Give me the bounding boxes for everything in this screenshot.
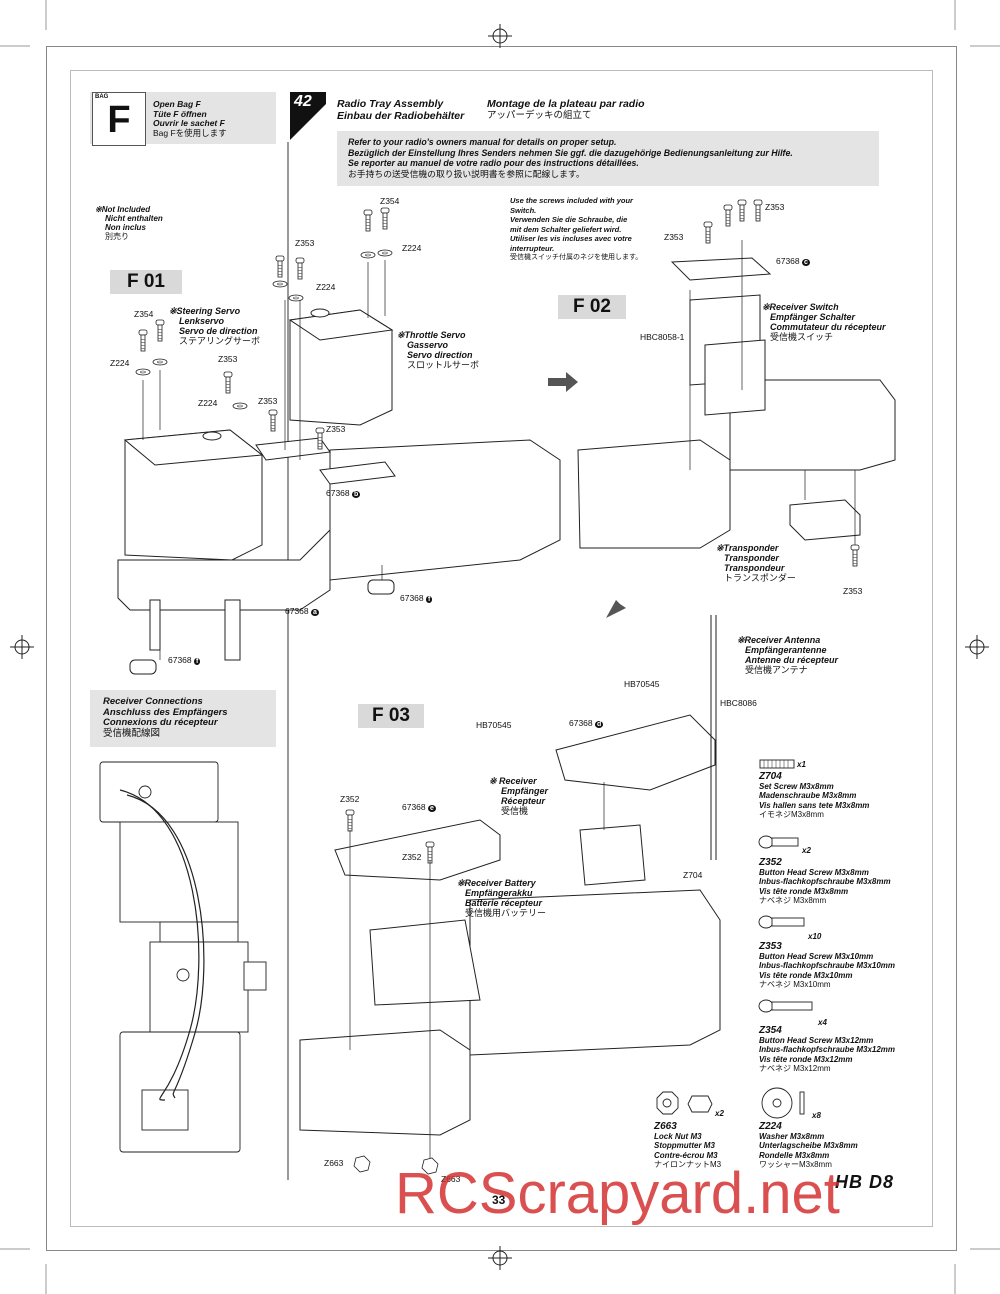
receiver-antenna-callout: ※Receiver Antenna Empfängerantenne Anten… xyxy=(737,635,839,675)
hardware-z352-qty: x2 xyxy=(802,846,811,855)
steering-servo-callout: ※Steering Servo Lenkservo Servo de direc… xyxy=(169,306,261,346)
panel-f01: F 01 xyxy=(110,270,182,294)
bag-letter: F xyxy=(107,99,131,141)
receiver-callout: ※ Receiver Empfänger Récepteur 受信機 xyxy=(489,776,549,816)
hardware-z663-qty: x2 xyxy=(715,1109,724,1118)
part-label-z704: Z704 xyxy=(683,870,703,880)
part-label-z352: Z352 xyxy=(340,794,360,804)
receiver-switch-callout: ※Receiver Switch Empfänger Schalter Comm… xyxy=(762,302,886,342)
part-label-z354: Z354 xyxy=(134,309,154,319)
part-label-hbc8086: HBC8086 xyxy=(720,698,757,708)
hardware-z353-qty: x10 xyxy=(808,932,822,941)
part-label-67368-f: 67368 f xyxy=(168,655,201,665)
part-label-z353: Z353 xyxy=(258,396,278,406)
step-number: 42 xyxy=(294,93,312,110)
part-label-z663: Z663 xyxy=(324,1158,344,1168)
throttle-servo-callout: ※Throttle Servo Gasservo Servo direction… xyxy=(397,330,480,370)
page-crop-frame xyxy=(46,46,957,1251)
transponder-callout: ※Transponder Transponder Transpondeur トラ… xyxy=(716,543,796,583)
hardware-z704-qty: x1 xyxy=(797,760,806,769)
part-label-z353: Z353 xyxy=(218,354,238,364)
receiver-battery-callout: ※Receiver Battery Empfängerakku Batterie… xyxy=(457,878,547,918)
panel-f03: F 03 xyxy=(358,704,424,728)
part-label-hb70545: HB70545 xyxy=(624,679,660,689)
part-label-67368-f: 67368 f xyxy=(400,593,433,603)
part-label-z353: Z353 xyxy=(295,238,315,248)
part-label-z353: Z353 xyxy=(843,586,863,596)
part-label-hbc8058: HBC8058-1 xyxy=(640,332,685,342)
part-label-z352: Z352 xyxy=(402,852,422,862)
part-label-z224: Z224 xyxy=(110,358,130,368)
receiver-connections-box xyxy=(90,690,276,747)
part-label-z224: Z224 xyxy=(402,243,422,253)
hardware-z224-qty: x8 xyxy=(812,1111,821,1120)
part-label-67368-b: 67368 b xyxy=(326,488,361,498)
setup-note-box xyxy=(337,131,879,186)
part-label-67368-d: 67368 d xyxy=(569,718,604,728)
not-included-note: ※Not Included Nicht enthalten Non inclus… xyxy=(95,205,163,241)
part-label-z224: Z224 xyxy=(198,398,218,408)
part-label-67368-c: 67368 c xyxy=(776,256,810,266)
part-label-z663: Z663 xyxy=(441,1174,461,1184)
hardware-z354-qty: x4 xyxy=(818,1018,827,1027)
setup-note: Refer to your radio's owners manual for … xyxy=(348,137,793,179)
page-number: 33 xyxy=(492,1193,506,1207)
part-label-z224: Z224 xyxy=(316,282,336,292)
part-label-z353: Z353 xyxy=(326,424,346,434)
part-label-z353: Z353 xyxy=(765,202,785,212)
hb-d8-logo: HB D8 xyxy=(835,1172,895,1192)
part-label-hb70545: HB70545 xyxy=(476,720,512,730)
part-label-67368-e: 67368 e xyxy=(402,802,436,812)
watermark: RCScrapyard.net xyxy=(395,1161,840,1226)
panel-f02: F 02 xyxy=(558,295,626,319)
part-label-z354: Z354 xyxy=(380,196,400,206)
bag-letter-box: BAG F xyxy=(92,92,146,146)
bag-label: BAG xyxy=(95,94,109,100)
part-label-67368-a: 67368 a xyxy=(285,606,319,616)
part-label-z353: Z353 xyxy=(664,232,684,242)
